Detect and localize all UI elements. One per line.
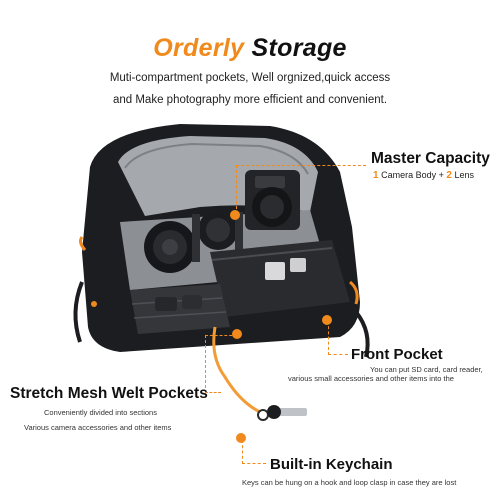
front-pocket-desc-line-1: You can put SD card, card reader,	[370, 365, 483, 374]
master-capacity-title: Master Capacity	[371, 150, 490, 167]
front-pocket-title: Front Pocket	[351, 346, 443, 363]
camera-body-text: Camera Body +	[381, 170, 444, 180]
keychain-leader	[242, 440, 266, 464]
master-capacity-leader	[236, 165, 366, 209]
keychain-cord	[212, 326, 261, 414]
subtitle-line-2: and Make photography more efficient and …	[112, 94, 388, 106]
subtitle-line-1: Muti-compartment pockets, Well orgnized,…	[109, 72, 391, 84]
keychain-title: Built-in Keychain	[270, 456, 393, 473]
stretch-mesh-title: Stretch Mesh Welt Pockets	[10, 385, 208, 402]
front-pocket-desc-line-2: various small accessories and other item…	[288, 374, 454, 383]
camera-body-count: 1	[373, 170, 379, 181]
mesh-pocket	[130, 284, 230, 334]
title-rest-word: Storage	[251, 34, 347, 62]
title-accent-word: Orderly	[153, 34, 245, 62]
page-title: Orderly Storage	[0, 34, 500, 63]
front-pocket-dot	[322, 315, 332, 325]
stretch-mesh-desc-line-2: Various camera accessories and other ite…	[24, 423, 172, 432]
stretch-mesh-dot	[232, 329, 242, 339]
keychain-dot	[236, 433, 246, 443]
keychain-desc: Keys can be hung on a hook and loop clas…	[242, 478, 457, 487]
master-capacity-desc: 1 Camera Body + 2 Lens	[373, 170, 474, 181]
camera-bag-photo	[73, 124, 370, 421]
stretch-mesh-leader-horizontal	[205, 392, 221, 393]
front-pocket-leader	[328, 321, 348, 355]
key	[272, 408, 307, 416]
lens-count: 2	[446, 170, 452, 181]
stretch-mesh-leader	[205, 335, 237, 393]
lens-text: Lens	[454, 170, 474, 180]
master-capacity-dot	[230, 210, 240, 220]
stretch-mesh-desc-line-1: Conveniently divided into sections	[44, 408, 157, 417]
